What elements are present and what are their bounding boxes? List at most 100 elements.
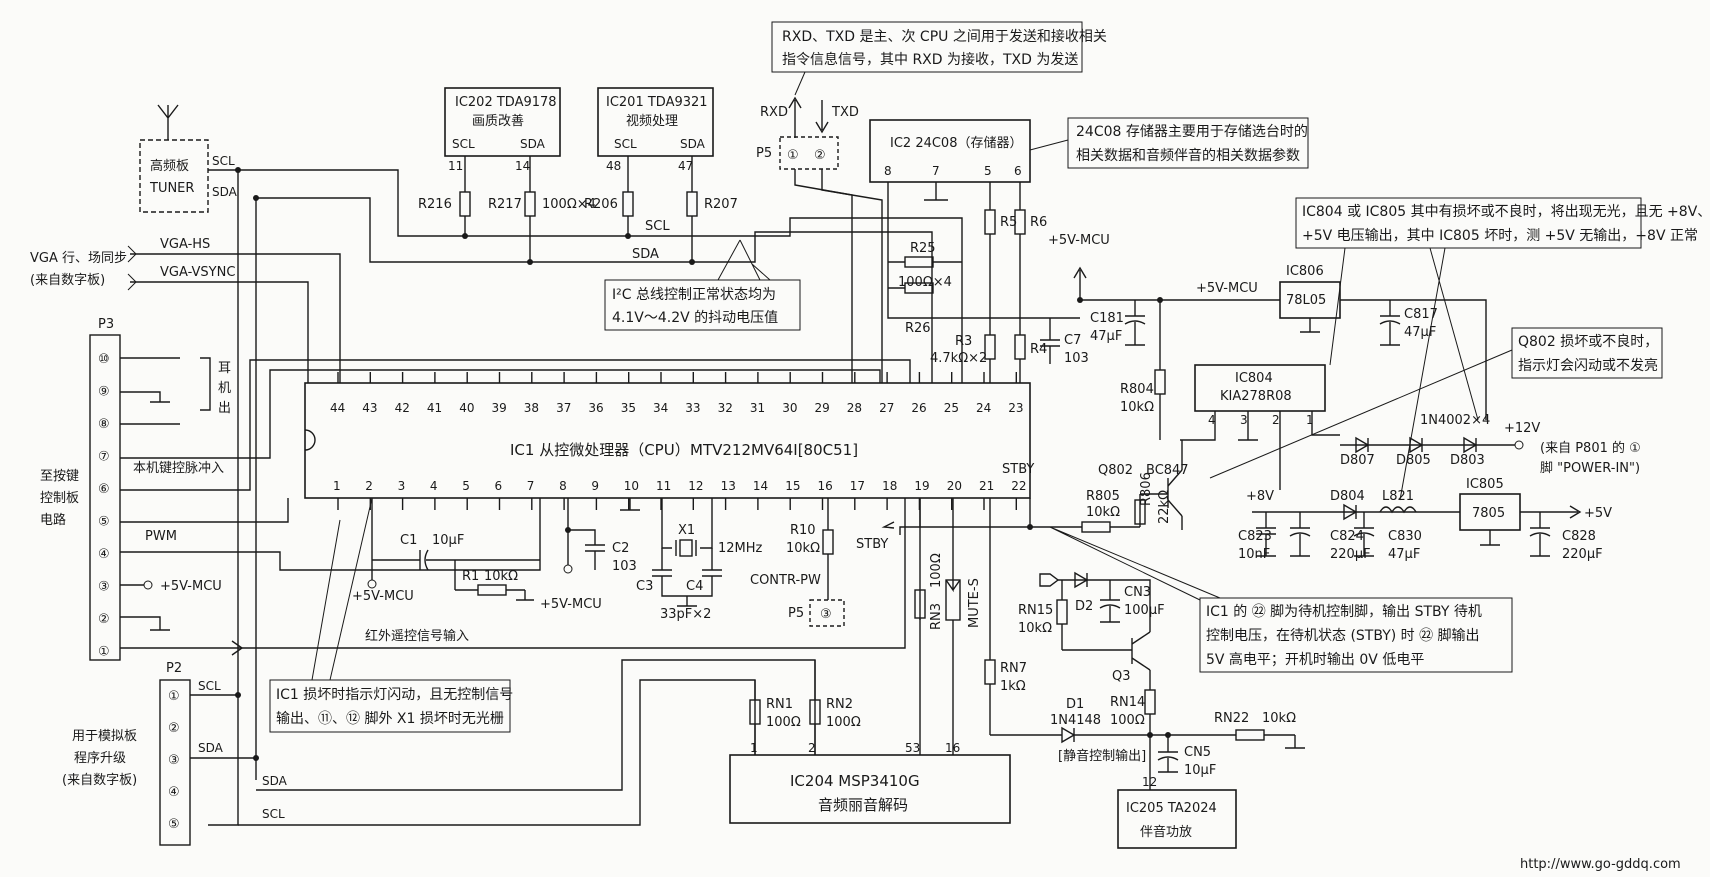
earphone-char3: 出 (218, 401, 231, 416)
rn22-resistor (1235, 729, 1305, 749)
cn5-value: 10μF (1184, 763, 1216, 778)
scl-bus-wire (208, 169, 963, 383)
c1-value: 10μF (432, 533, 464, 548)
rn15-value: 10kΩ (1018, 621, 1052, 636)
ic1-part-number: MTV212MV64I[80C51] (690, 441, 858, 459)
ic1-pin19-20-wires (919, 498, 991, 527)
ic204-desc: 音频丽音解码 (818, 796, 908, 814)
key-panel-line2: 控制板 (40, 491, 79, 506)
ic1-pin-21: 21 (979, 479, 994, 493)
prog-upgrade-line3: (来自数字板) (62, 773, 137, 788)
v5-output-label: +5V (1584, 506, 1612, 521)
earphone-char1: 耳 (218, 361, 231, 376)
note-i2c-line2: 4.1V～4.2V 的抖动电压值 (612, 310, 778, 326)
note-stby-leaders (1049, 526, 1221, 601)
ic201-scl: SCL (614, 137, 637, 151)
p3-pin: ③ (98, 580, 110, 595)
d1-part: 1N4148 (1050, 713, 1101, 728)
note-stby-line1: IC1 的 ㉒ 脚为待机控制脚，输出 STBY 待机 (1206, 604, 1482, 620)
ic1-pin-44: 44 (330, 401, 345, 415)
note-q802-line2: 指示灯会闪动或不发亮 (1518, 357, 1658, 374)
p3-pin2-ground (120, 616, 170, 631)
note-ic804-box (1295, 197, 1642, 249)
r805-label: R805 (1086, 489, 1120, 504)
r206-resistor (622, 156, 634, 236)
rn1-value: 100Ω (766, 715, 801, 730)
ic1-pin-38: 38 (524, 401, 539, 415)
ic2-pin7: 7 (932, 164, 940, 178)
r26-label: R26 (905, 321, 931, 336)
p5-bottom-label: P5 (788, 606, 804, 621)
d2-diode (1074, 571, 1089, 589)
rn1-label: RN1 (766, 697, 793, 712)
ic201-title: IC201 TDA9321 (606, 95, 708, 110)
p3-connector (89, 334, 121, 661)
cn3-capacitor (1099, 580, 1121, 623)
note-ic1-leaders (311, 497, 373, 681)
ic1-pin-27: 27 (879, 401, 894, 415)
r6-label: R6 (1030, 215, 1047, 230)
v12-source-line1: (来自 P801 的 ① (1540, 440, 1641, 456)
p2-connector (159, 679, 191, 846)
p2-pin: ② (168, 721, 180, 736)
cn3-label: CN3 (1124, 585, 1151, 600)
d803-label: D803 (1450, 453, 1485, 468)
rail-capacitor (1256, 512, 1276, 557)
note-i2c-line1: I²C 总线控制正常状态均为 (612, 287, 776, 303)
ic1-pin-5: 5 (462, 479, 470, 493)
pin10-ground (620, 498, 640, 511)
ic804-pin4: 4 (1208, 413, 1216, 427)
earphone-char2: 机 (218, 381, 231, 396)
r6-resistor (1014, 182, 1026, 335)
p5-pin2: ② (814, 148, 826, 163)
note-24c08-line2: 相关数据和音频伴音的相关数据参数 (1076, 147, 1300, 164)
ic1-pin-20: 20 (947, 479, 962, 493)
note-q802-line1: Q802 损坏或不良时， (1518, 334, 1658, 350)
r3-resistor (984, 334, 996, 383)
ic804-pin2: 2 (1272, 413, 1280, 427)
r804-value: 10kΩ (1120, 400, 1154, 415)
r207-label: R207 (704, 197, 738, 212)
p2-pin: ① (168, 689, 180, 704)
rn7-resistor (984, 659, 1062, 736)
ic1-pin-1: 1 (333, 479, 341, 493)
ic804-pin3: 3 (1240, 413, 1248, 427)
ic1-pin-7: 7 (527, 479, 535, 493)
v5-mcu-label-pin8: +5V-MCU (540, 597, 602, 612)
note-stby-box (1199, 597, 1513, 673)
note-24c08-leader (1029, 139, 1069, 151)
c823-label: C823 (1238, 529, 1272, 544)
rn7-value: 1kΩ (1000, 679, 1026, 694)
d807-label: D807 (1340, 453, 1375, 468)
key-panel-line1: 至按键 (40, 469, 79, 484)
ic1-stby-pin-label: STBY (1002, 462, 1034, 477)
r1-value: 10kΩ (484, 569, 518, 584)
p3-pin6-wire (120, 359, 911, 491)
p3-pin: ① (98, 645, 110, 660)
rail-capacitor (1289, 512, 1311, 557)
earphone-wires (120, 357, 180, 425)
r4-resistor (1014, 334, 1026, 383)
ic202-pin11: 11 (448, 159, 463, 173)
tuner-label-1: 高频板 (150, 158, 189, 174)
c181-value: 47μF (1090, 329, 1122, 344)
l821-inductor (1379, 506, 1417, 514)
junction-dot (689, 259, 695, 265)
q3-collector-wire (1110, 579, 1151, 632)
cn5-label: CN5 (1184, 745, 1211, 760)
ic804-label: IC804 (1235, 371, 1273, 386)
v5-output-arrow (1569, 505, 1582, 519)
c181-label: C181 (1090, 311, 1124, 326)
mute-s-label: MUTE-S (967, 578, 982, 628)
ic1-pin-32: 32 (718, 401, 733, 415)
ic805-ground (1480, 530, 1500, 546)
rail-capacitor (1353, 512, 1375, 557)
vga-vsync-label: VGA-VSYNC (160, 265, 235, 280)
junction-dot (527, 259, 533, 265)
x1-label: X1 (678, 523, 695, 538)
d1-label: D1 (1066, 697, 1084, 712)
junction-dot (253, 755, 259, 761)
